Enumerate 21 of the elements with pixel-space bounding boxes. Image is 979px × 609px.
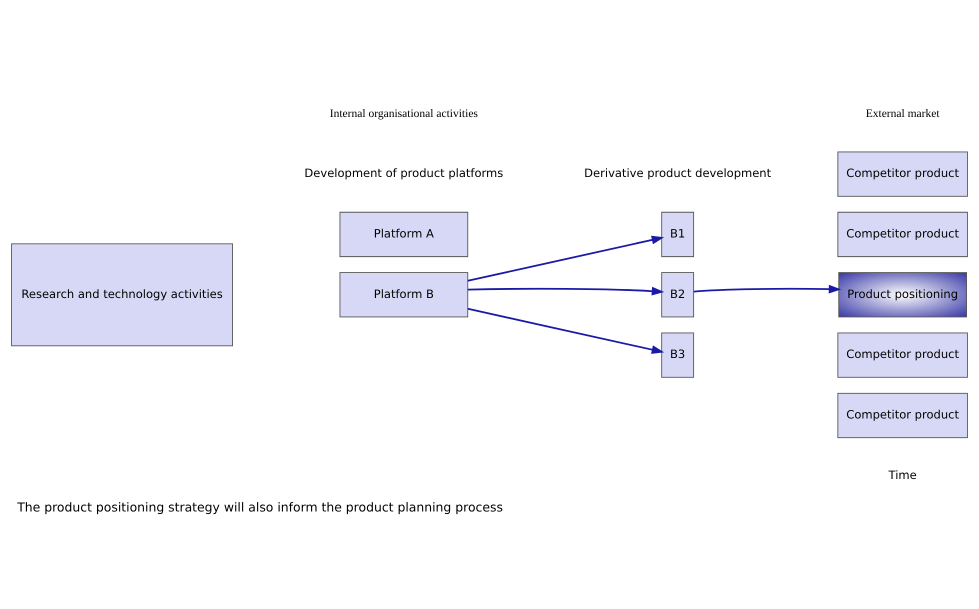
node-box: Competitor product — [837, 211, 968, 257]
node-box: B1 — [661, 211, 694, 257]
node-box: Competitor product — [837, 150, 968, 196]
label: Development of product platforms — [304, 166, 504, 180]
node-box: B3 — [661, 332, 694, 378]
node-box: Competitor product — [837, 392, 968, 438]
arrow — [694, 284, 842, 293]
label: Derivative product development — [584, 166, 772, 180]
label: External market — [866, 107, 940, 120]
node-box: Research and technology activities — [11, 242, 233, 346]
node-box: B2 — [661, 272, 694, 317]
node-box: Competitor product — [837, 332, 968, 378]
label: Internal organisational activities — [330, 107, 478, 120]
caption: The product positioning strategy will also inform the product planning process — [17, 499, 503, 514]
arrow — [468, 307, 664, 354]
label: Time — [888, 467, 917, 482]
node-box: Platform B — [340, 272, 468, 317]
node-box: Product positioning — [838, 272, 967, 317]
arrow — [468, 286, 664, 295]
arrow — [468, 235, 664, 282]
node-box: Platform A — [340, 211, 468, 257]
